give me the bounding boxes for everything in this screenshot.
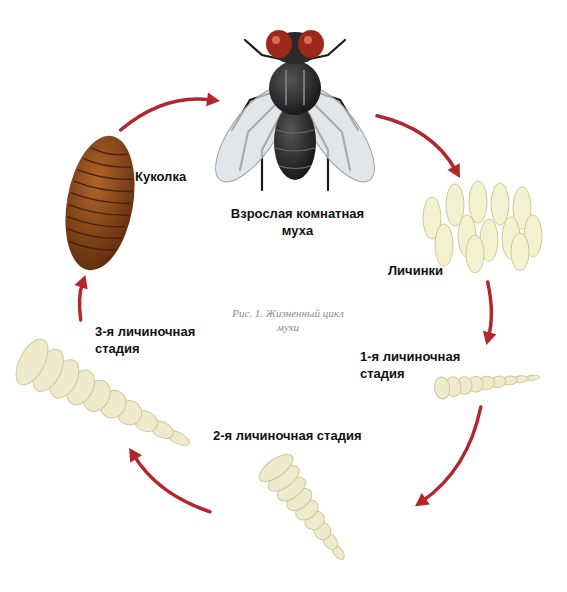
cycle-arrow	[121, 92, 220, 130]
stage-label: Куколка	[135, 168, 199, 185]
stage-label: Взрослая комнатная муха	[220, 205, 375, 239]
stage-label: Личинки	[388, 262, 458, 279]
house-fly	[202, 30, 387, 193]
stage-node: 3-я личиночная стадия	[8, 320, 210, 448]
arrow-head	[415, 493, 430, 506]
egg-cluster	[423, 181, 542, 273]
arrow-head	[206, 92, 220, 106]
arrow-line	[488, 282, 492, 336]
arrow-head	[483, 331, 497, 345]
pupa	[56, 130, 145, 275]
stage-label: 1-я личиночная стадия	[360, 348, 480, 382]
arrow-line	[121, 99, 211, 130]
stage-node: Куколка	[60, 130, 201, 275]
stage-node: Взрослая комнатная муха	[220, 8, 377, 253]
arrow-line	[377, 116, 456, 170]
arrow-head	[74, 275, 87, 290]
stage-label: 3-я личиночная стадия	[95, 323, 207, 357]
cycle-arrow	[129, 448, 210, 512]
stage-label: 2-я личиночная стадия	[213, 427, 413, 444]
cycle-arrow	[415, 407, 481, 506]
cycle-arrow	[74, 275, 87, 320]
cycle-arrow	[483, 282, 497, 345]
larva-second-stage	[255, 449, 347, 561]
arrow-head	[129, 448, 142, 463]
arrow-line	[80, 283, 83, 320]
arrow-line	[422, 407, 480, 501]
stage-node: 2-я личиночная стадия	[210, 425, 415, 565]
cycle-arrow	[377, 116, 460, 178]
stage-node: 1-я личиночная стадия	[355, 345, 540, 407]
arrow-line	[134, 456, 210, 512]
arrow-head	[448, 163, 460, 178]
figure-caption: Рис. 1. Жизненный цикл мухи	[228, 306, 348, 334]
larva-first-stage	[433, 375, 539, 400]
stage-node: Личинки	[385, 178, 548, 282]
